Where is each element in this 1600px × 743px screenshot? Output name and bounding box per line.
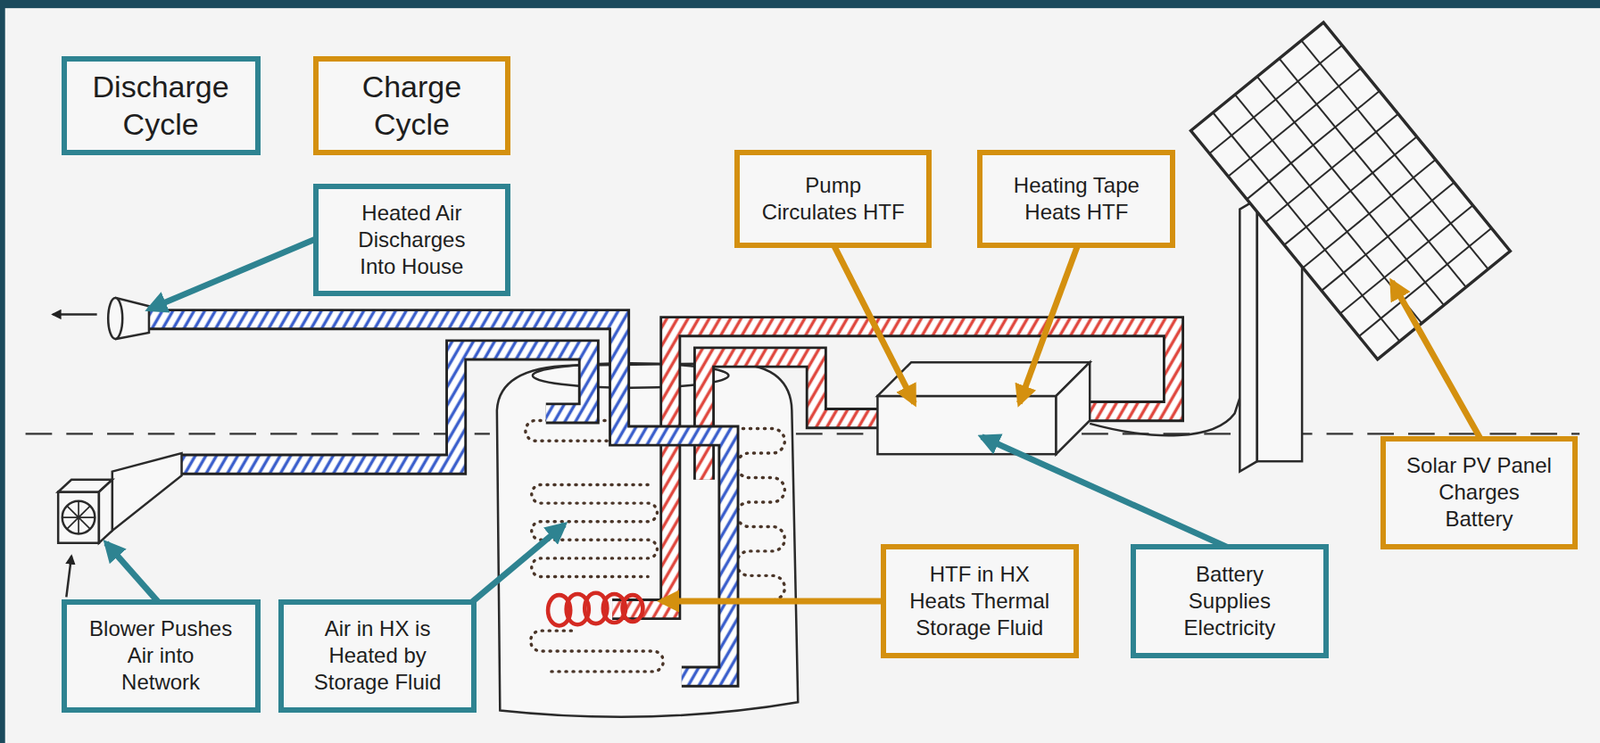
discharge-nozzle (52, 298, 149, 340)
air-duct (182, 349, 589, 465)
cycle-key-box: Charge Cycle (313, 56, 511, 156)
callout-box: Blower Pushes Air into Network (61, 599, 261, 713)
solar-pv-panel (1359, 228, 1493, 337)
htf-heat-exchanger-coil (622, 595, 644, 622)
leader-arrows (1392, 281, 1483, 442)
leader-arrows (149, 238, 319, 310)
callout-text: Discharge Cycle (75, 67, 246, 144)
leader-arrows (469, 524, 564, 605)
blower (58, 492, 100, 544)
panel-post (1089, 397, 1240, 436)
solar-pv-panel (1190, 22, 1510, 360)
callout-text: Solar PV Panel Charges Battery (1403, 452, 1554, 533)
leader-arrows (1019, 242, 1078, 404)
discharge-nozzle (52, 313, 97, 316)
solar-pv-panel (1190, 22, 1510, 360)
page-ground (5, 8, 1600, 743)
callout-box: Heated Air Discharges Into House (313, 183, 511, 297)
callout-text: Heated Air Discharges Into House (348, 199, 474, 281)
blower (62, 501, 96, 535)
solar-pv-panel (1279, 58, 1467, 288)
storage-fluid-coils (737, 429, 786, 601)
callout-box: Solar PV Panel Charges Battery (1380, 436, 1578, 550)
htf-heat-exchanger-coil (547, 593, 643, 627)
blower (66, 556, 72, 598)
callout-text: HTF in HX Heats Thermal Storage Fluid (904, 561, 1055, 642)
callout-text: Pump Circulates HTF (758, 172, 909, 226)
blower (58, 453, 182, 597)
callout-text: Air in HX is Heated by Storage Fluid (302, 615, 453, 697)
panel-post (1239, 198, 1257, 473)
air-duct (182, 349, 589, 465)
leader-arrows (106, 543, 161, 606)
leader-arrows (661, 598, 887, 606)
cycle-key-box: Discharge Cycle (61, 56, 261, 156)
leader-arrows (832, 242, 914, 404)
leader-arrows (981, 437, 1232, 550)
callout-text: Battery Supplies Electricity (1154, 561, 1305, 642)
solar-pv-panel (1190, 22, 1510, 360)
pump-heater-box (1056, 362, 1091, 455)
blower (112, 453, 183, 531)
ground-line (25, 432, 1581, 435)
solar-pv-panel (1257, 76, 1444, 306)
callout-box: Battery Supplies Electricity (1130, 544, 1329, 659)
callout-box: HTF in HX Heats Thermal Storage Fluid (880, 544, 1079, 659)
pump-heater-box (877, 396, 1056, 455)
callout-text: Blower Pushes Air into Network (87, 615, 234, 697)
callout-text: Heating Tape Heats HTF (1001, 172, 1152, 226)
callout-box: Heating Tape Heats HTF (977, 149, 1176, 249)
storage-fluid-coils (530, 630, 664, 672)
blower (62, 501, 96, 535)
ground-line (25, 432, 490, 435)
discharge-nozzle (107, 298, 123, 340)
callout-text: Charge Cycle (326, 67, 497, 144)
storage-fluid-coils (531, 485, 658, 578)
callout-box: Air in HX is Heated by Storage Fluid (278, 599, 477, 713)
callout-box: Pump Circulates HTF (734, 149, 932, 249)
storage-fluid-coils (525, 420, 785, 672)
blower (99, 480, 113, 544)
